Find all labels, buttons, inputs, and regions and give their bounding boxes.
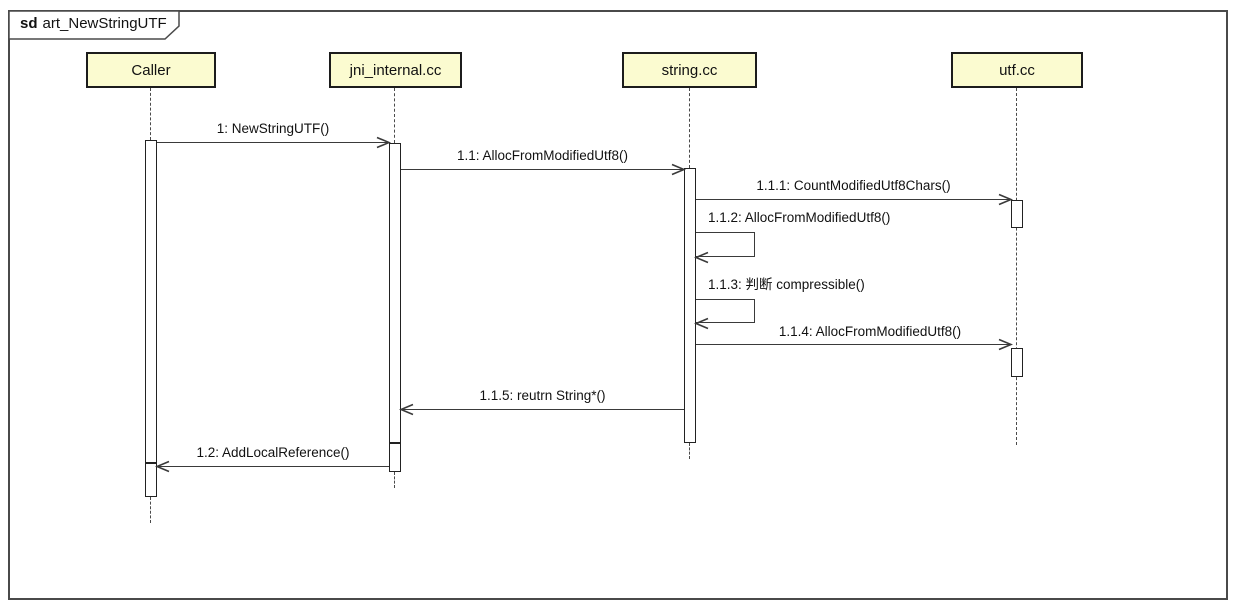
activation-bar-string: [684, 168, 696, 443]
lifeline-utf: [1016, 88, 1017, 445]
lifeline-label: string.cc: [661, 61, 718, 79]
lifeline-head-caller: Caller: [86, 52, 216, 88]
frame-keyword: sd: [20, 15, 38, 32]
lifeline-label: jni_internal.cc: [349, 61, 442, 79]
activation-bar-caller-2: [145, 463, 157, 497]
activation-bar-utf-1: [1011, 200, 1023, 228]
lifeline-string-lower: [689, 443, 690, 459]
message-label-1-1-2: 1.1.2: AllocFromModifiedUtf8(): [708, 210, 891, 225]
message-line-1-1: [401, 169, 684, 170]
message-label-1-1-4: 1.1.4: AllocFromModifiedUtf8(): [778, 324, 962, 339]
activation-bar-caller-1: [145, 140, 157, 463]
arrowhead-left-icon: [399, 403, 414, 416]
message-label-1-1-5: 1.1.5: reutrn String*(): [479, 388, 606, 403]
arrowhead-right-icon: [998, 193, 1013, 206]
arrowhead-right-icon: [998, 338, 1013, 351]
lifeline-head-jni-internal: jni_internal.cc: [329, 52, 462, 88]
arrowhead-left-icon: [694, 317, 709, 330]
message-line-1-1-4: [696, 344, 1011, 345]
lifeline-label: Caller: [131, 61, 171, 79]
lifeline-jni-lower: [394, 472, 395, 488]
activation-bar-utf-2: [1011, 348, 1023, 377]
message-line-1-2: [157, 466, 389, 467]
arrowhead-left-icon: [694, 251, 709, 264]
activation-bar-jni-2: [389, 443, 401, 472]
message-label-1-1-3: 1.1.3: 判断 compressible(): [708, 277, 865, 292]
activation-bar-jni-1: [389, 143, 401, 443]
lifeline-caller-upper: [150, 88, 151, 140]
arrowhead-right-icon: [671, 163, 686, 176]
arrowhead-right-icon: [376, 136, 391, 149]
arrowhead-left-icon: [155, 460, 170, 473]
lifeline-caller-lower: [150, 497, 151, 523]
lifeline-head-utf: utf.cc: [951, 52, 1083, 88]
message-line-1-1-5: [401, 409, 684, 410]
lifeline-head-string: string.cc: [622, 52, 757, 88]
self-message-loop-1-1-3: [696, 299, 755, 323]
message-line-1: [157, 142, 389, 143]
message-label-1-2: 1.2: AddLocalReference(): [196, 445, 350, 460]
message-label-1-1: 1.1: AllocFromModifiedUtf8(): [456, 148, 629, 163]
message-label-1-1-1: 1.1.1: CountModifiedUtf8Chars(): [756, 178, 951, 193]
message-line-1-1-1: [696, 199, 1011, 200]
frame-title-text: art_NewStringUTF: [42, 15, 167, 32]
lifeline-label: utf.cc: [999, 61, 1035, 79]
lifeline-jni-upper: [394, 88, 395, 143]
message-label-1: 1: NewStringUTF(): [216, 121, 330, 136]
lifeline-string-upper: [689, 88, 690, 168]
self-message-loop-1-1-2: [696, 232, 755, 257]
diagram-frame: [8, 10, 1228, 600]
frame-title-tab: [9, 11, 180, 40]
